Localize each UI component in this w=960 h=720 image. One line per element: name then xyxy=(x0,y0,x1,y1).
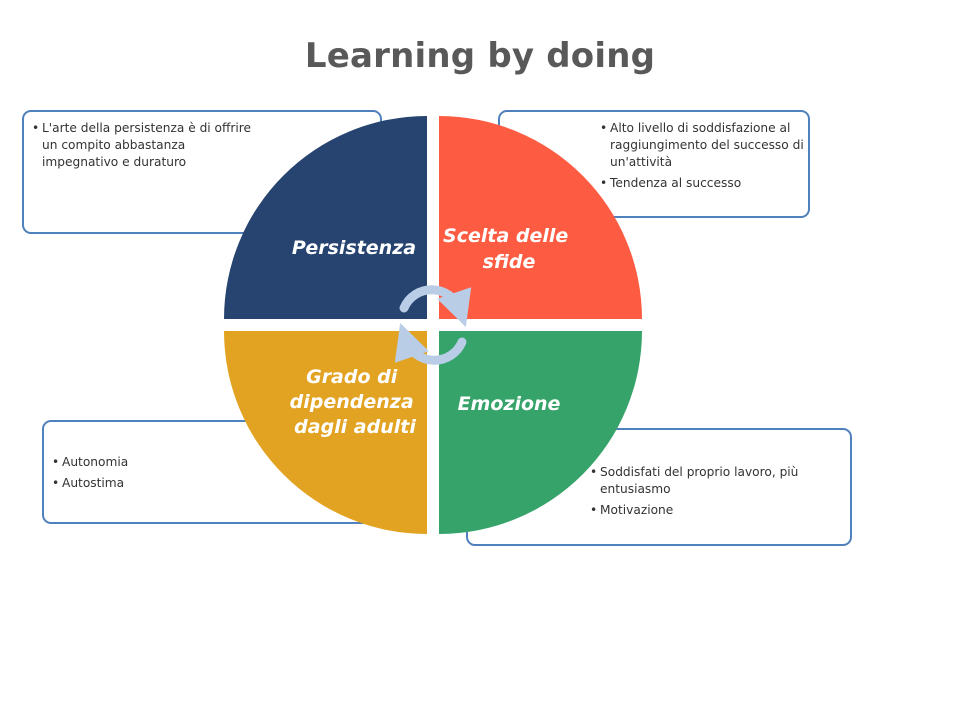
quadrant-grado-di-dipendenza xyxy=(224,331,427,534)
cycle-arrows-icon xyxy=(394,285,472,365)
bullet-item: Alto livello di soddisfazione al raggiun… xyxy=(600,120,806,171)
quadrant-label-emozione: Emozione xyxy=(458,393,561,415)
bullet-list: L'arte della persistenza è di offrire un… xyxy=(32,120,258,175)
bullet-list: Soddisfati del proprio lavoro, più entus… xyxy=(590,464,840,523)
bullet-item: Tendenza al successo xyxy=(600,175,806,192)
bullet-list: Autonomia Autostima xyxy=(52,454,252,496)
quadrant-label-grado-di-dipendenza: Grado di dipendenza dagli adulti xyxy=(290,366,421,438)
bullet-item: Autonomia xyxy=(52,454,252,471)
cycle-arrow-top xyxy=(399,285,472,328)
cycle-arrow-bottom xyxy=(394,322,467,365)
slide-title: Learning by doing xyxy=(304,36,656,76)
quadrant-label-scelta-delle-sfide: Scelta delle sfide xyxy=(443,225,575,273)
bullet-item: Motivazione xyxy=(590,502,840,519)
quadrant-label-persistenza: Persistenza xyxy=(292,237,416,259)
bullet-item: Soddisfati del proprio lavoro, più entus… xyxy=(590,464,840,498)
quadrant-emozione xyxy=(439,331,642,534)
quadrant-scelta-delle-sfide xyxy=(439,116,642,319)
quadrant-persistenza xyxy=(224,116,427,319)
bullet-item: Autostima xyxy=(52,475,252,492)
bullet-item: L'arte della persistenza è di offrire un… xyxy=(32,120,258,171)
bullet-list: Alto livello di soddisfazione al raggiun… xyxy=(600,120,806,196)
